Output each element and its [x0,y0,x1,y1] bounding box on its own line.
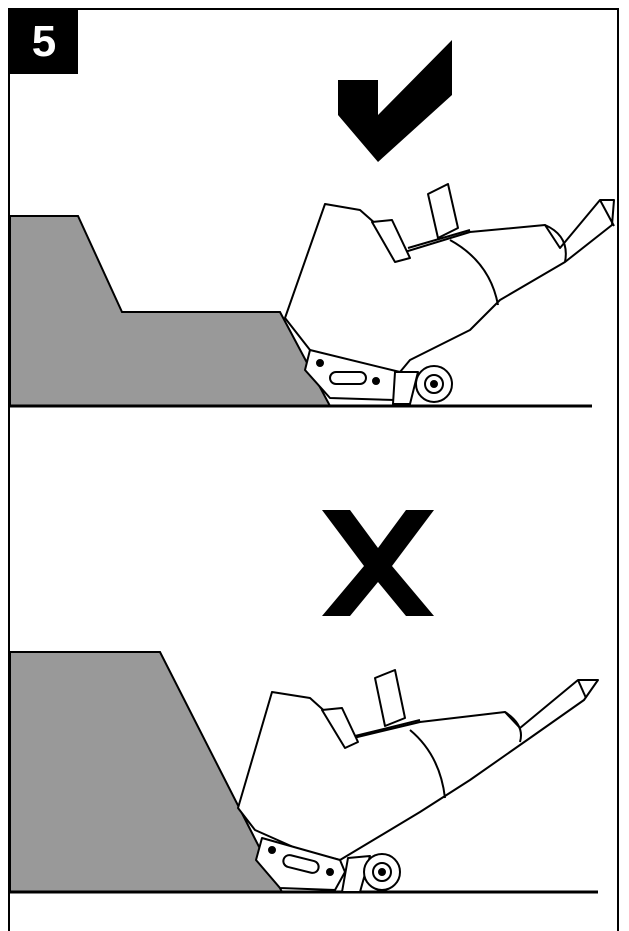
wall-edge-incorrect [9,651,284,893]
check-mark-icon [338,40,452,162]
wall-edge-correct [9,215,332,407]
panel-incorrect [9,510,599,894]
cross-mark-icon [322,510,434,616]
panel-correct [9,40,615,408]
machine-correct [284,183,615,405]
diagram-frame [8,8,619,931]
step-number-badge: 5 [10,10,78,74]
machine-incorrect [237,669,599,893]
step-number: 5 [31,17,57,66]
